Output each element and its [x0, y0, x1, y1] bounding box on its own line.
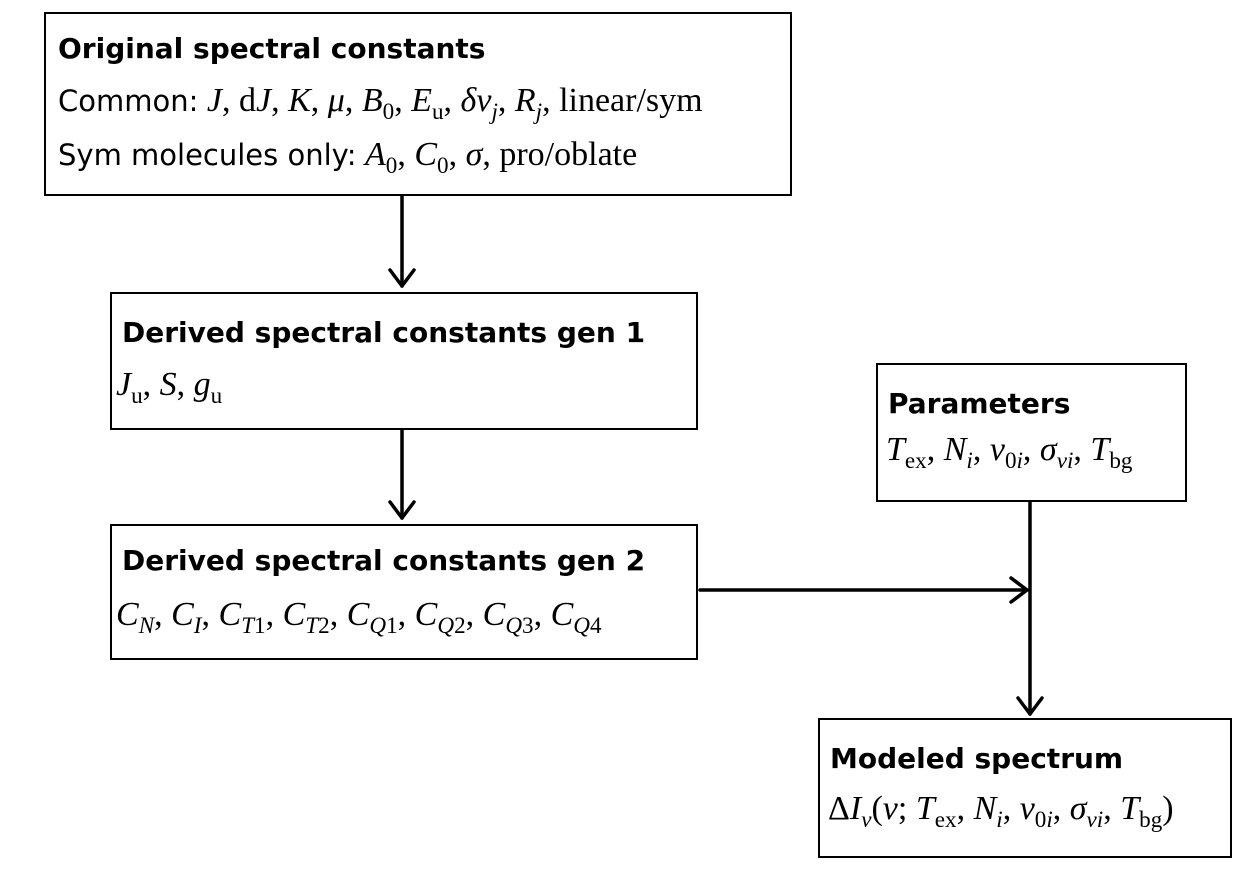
arrow-gen1-to-gen2 [388, 428, 416, 520]
modeled-spectrum-title: Modeled spectrum [830, 742, 1124, 775]
pro-oblate-text: pro/oblate [499, 136, 638, 173]
sym-constants-line: Sym molecules only: A0, C0, σ, pro/oblat… [58, 136, 638, 180]
parameters-title: Parameters [888, 387, 1071, 420]
derived-gen2-title: Derived spectral constants gen 2 [122, 544, 646, 577]
arrow-gen2-to-junction [698, 576, 1029, 604]
derived-gen1-title: Derived spectral constants gen 1 [122, 316, 646, 349]
derived-gen2-values: CN, CI, CT1, CT2, CQ1, CQ2, CQ3, CQ4 [116, 596, 602, 640]
common-constants-line: Common: J, dJ, K, μ, B0, Eu, δvj, Rj, li… [58, 82, 703, 126]
modeled-spectrum-formula: ΔIν(v; Tex, Ni, v0i, σvi, Tbg) [828, 790, 1174, 834]
derived-gen2-box: Derived spectral constants gen 2 CN, CI,… [110, 524, 698, 660]
common-label: Common: [58, 84, 199, 118]
parameters-values: Tex, Ni, v0i, σvi, Tbg [886, 431, 1133, 475]
arrow-original-to-gen1 [388, 194, 416, 288]
sym-label: Sym molecules only: [58, 138, 357, 172]
derived-gen1-values: Ju, S, gu [116, 366, 223, 410]
original-constants-box: Original spectral constants Common: J, d… [44, 12, 792, 196]
arrow-params-to-model [1016, 500, 1044, 716]
parameters-box: Parameters Tex, Ni, v0i, σvi, Tbg [876, 363, 1187, 502]
original-constants-title: Original spectral constants [58, 32, 486, 65]
linear-sym-text: linear/sym [559, 82, 703, 119]
derived-gen1-box: Derived spectral constants gen 1 Ju, S, … [110, 292, 698, 430]
modeled-spectrum-box: Modeled spectrum ΔIν(v; Tex, Ni, v0i, σv… [818, 718, 1232, 858]
